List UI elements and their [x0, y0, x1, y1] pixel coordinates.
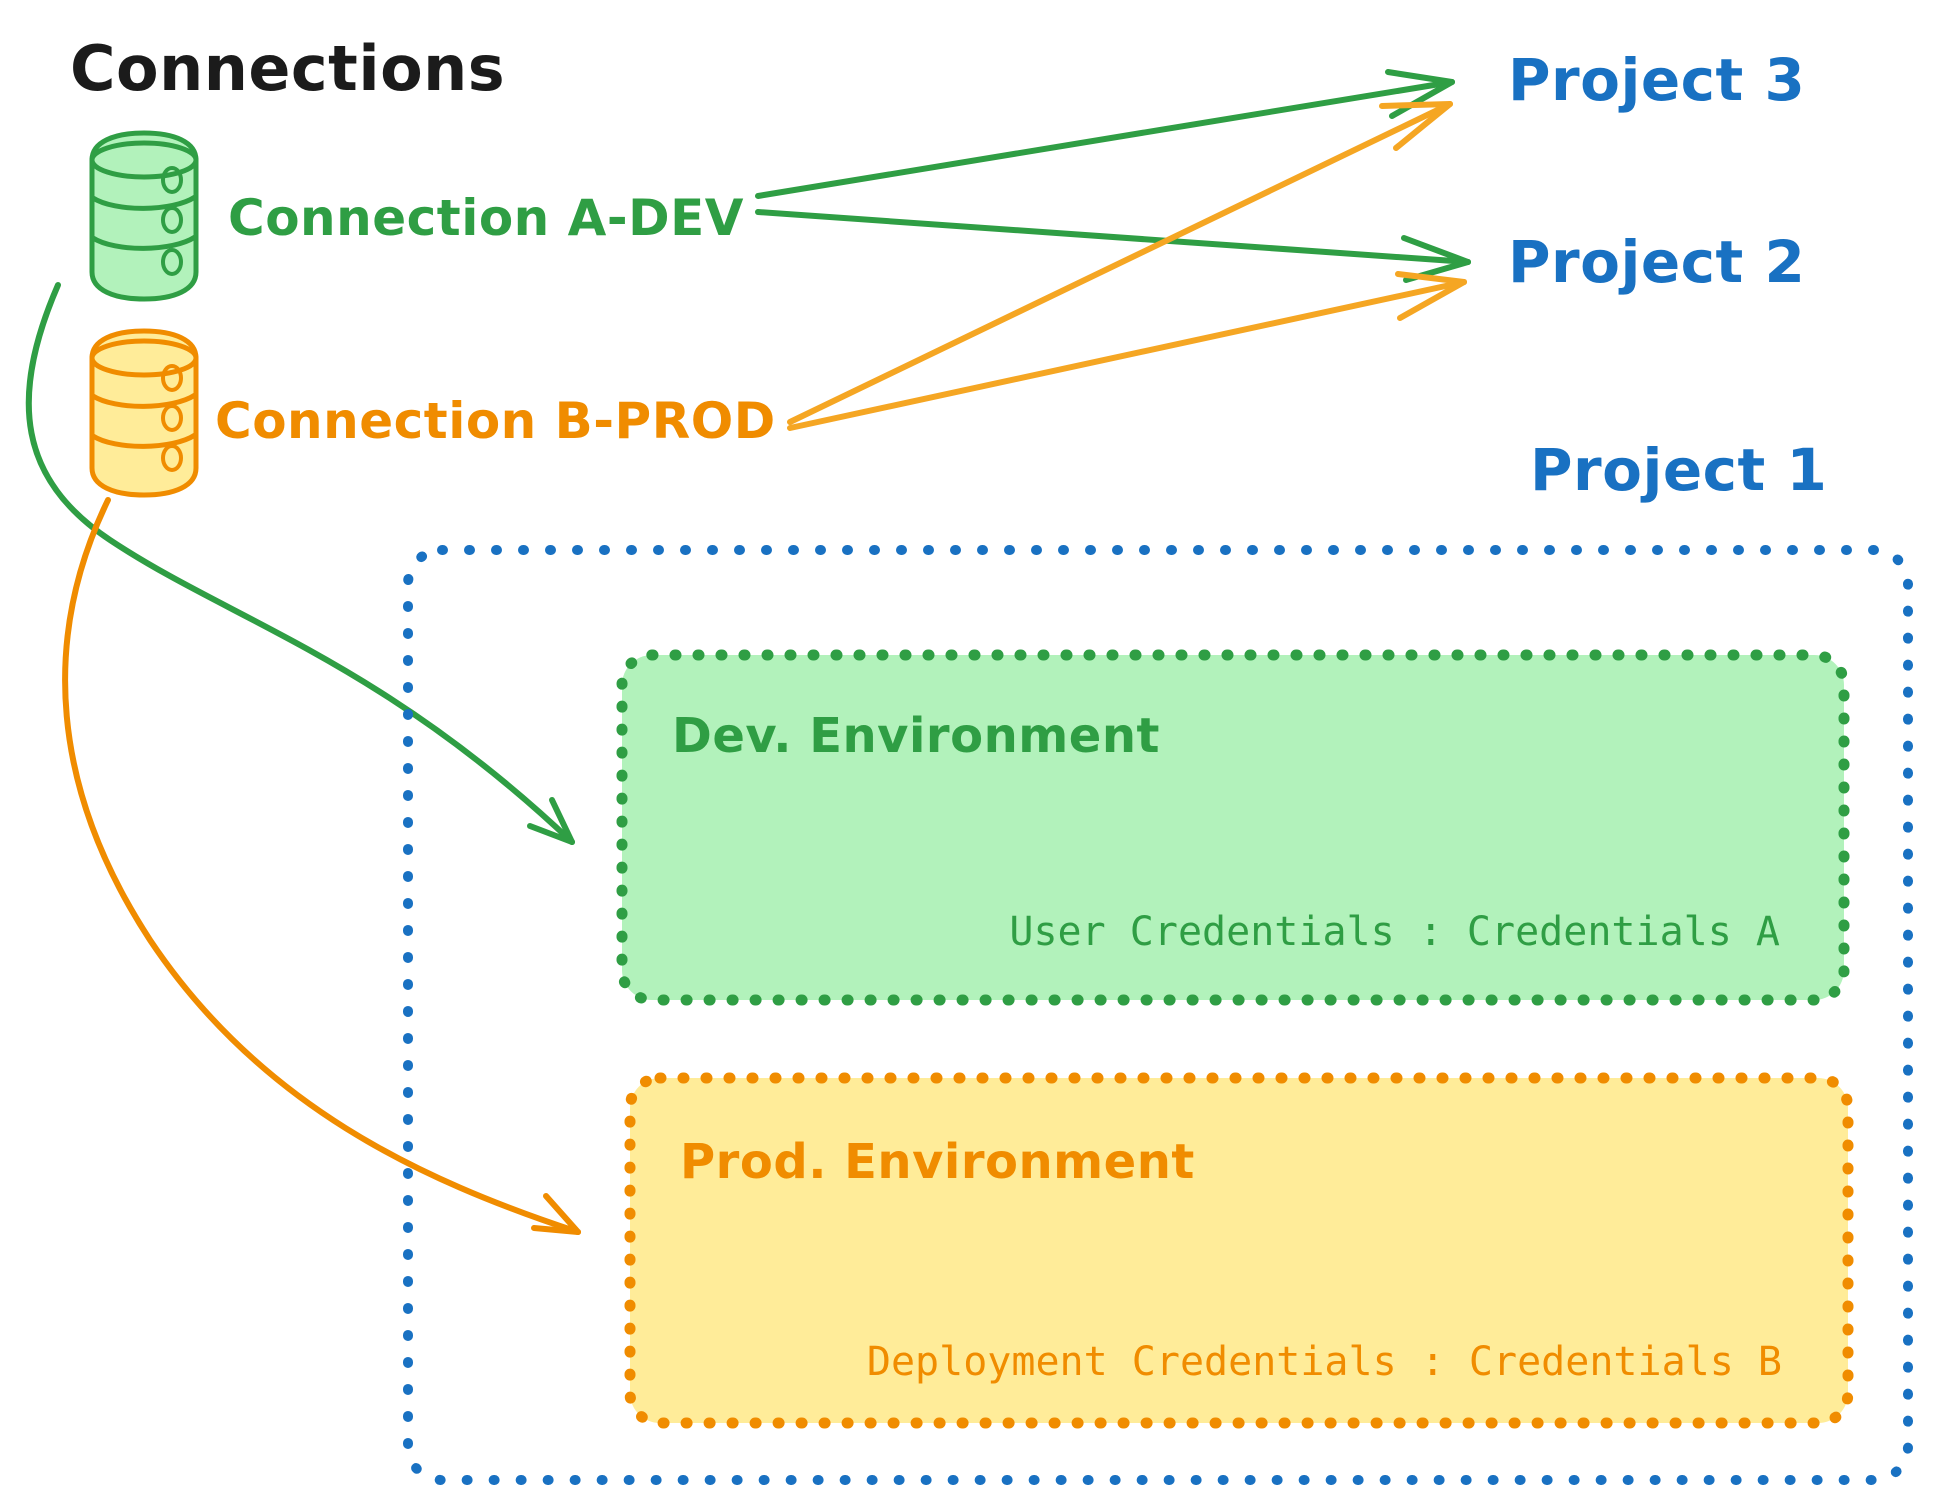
prod-environment-credentials: Deployment Credentials : Credentials B: [867, 1339, 1782, 1385]
edge-a-dev-to-dev-environment: [25, 282, 575, 845]
edge-a-dev-to-project-3: [755, 69, 1455, 199]
dev-environment-box: [616, 649, 1850, 1006]
edge-b-prod-to-project-3: [787, 101, 1453, 425]
connection-b-prod-label: Connection B-PROD: [215, 392, 776, 450]
dev-environment-credentials: User Credentials : Credentials A: [1009, 909, 1780, 955]
database-icon-b-prod: [89, 328, 199, 498]
project-2-label[interactable]: Project 2: [1508, 228, 1805, 296]
edge-b-prod-to-prod-environment: [62, 497, 581, 1235]
prod-environment-label: Prod. Environment: [680, 1134, 1195, 1190]
project-3-label[interactable]: Project 3: [1508, 46, 1805, 114]
database-icon-a-dev: [89, 130, 199, 302]
page-title: Connections: [70, 32, 505, 105]
project-1-container: [403, 545, 1913, 1485]
connection-a-dev-label: Connection A-DEV: [228, 189, 744, 247]
prod-environment-box: [624, 1072, 1854, 1429]
dev-environment-label: Dev. Environment: [672, 708, 1160, 764]
edge-b-prod-to-project-2: [787, 271, 1467, 431]
project-1-label[interactable]: Project 1: [1530, 436, 1827, 504]
